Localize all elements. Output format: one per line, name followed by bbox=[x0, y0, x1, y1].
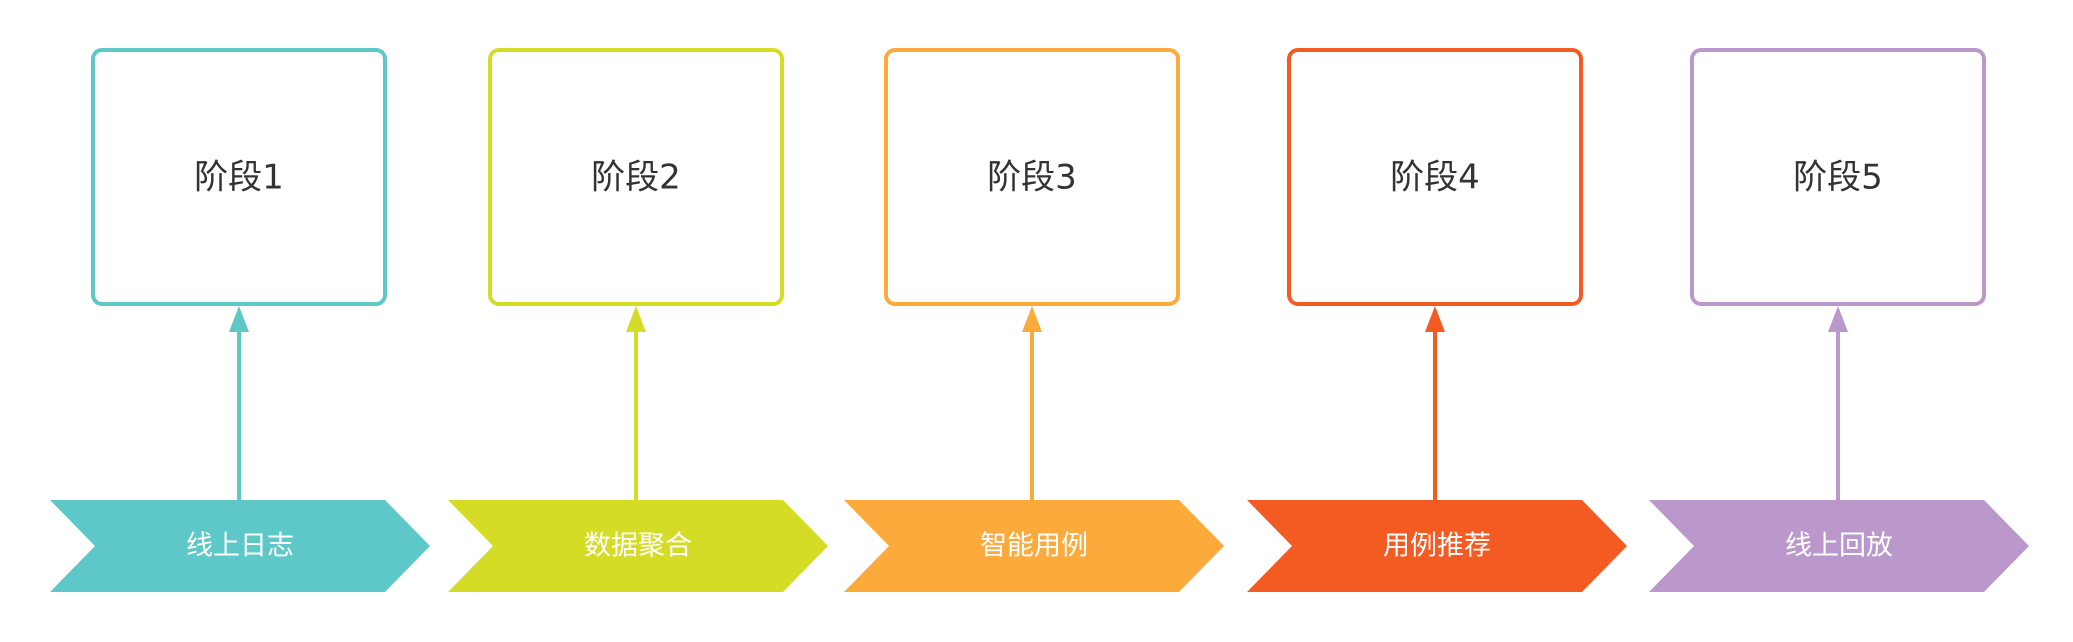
stage-1: 阶段1 线上日志 bbox=[50, 48, 430, 592]
step-chevron bbox=[1649, 500, 2029, 592]
stage-box-label: 阶段5 bbox=[1793, 158, 1883, 198]
step-chevron bbox=[448, 500, 828, 592]
stage-box bbox=[488, 48, 784, 306]
stage-box bbox=[91, 48, 387, 306]
arrowhead-icon bbox=[229, 306, 249, 332]
arrowhead-icon bbox=[1828, 306, 1848, 332]
stage-box-label: 阶段3 bbox=[987, 158, 1077, 198]
step-chevron bbox=[844, 500, 1224, 592]
stage-5: 阶段5 线上回放 bbox=[1649, 48, 2029, 592]
step-label: 数据聚合 bbox=[584, 531, 692, 562]
step-label: 线上回放 bbox=[1785, 531, 1893, 562]
step-label: 用例推荐 bbox=[1383, 531, 1491, 562]
step-label: 线上日志 bbox=[186, 531, 294, 562]
arrowhead-icon bbox=[1425, 306, 1445, 332]
step-chevron bbox=[50, 500, 430, 592]
stage-4: 阶段4 用例推荐 bbox=[1247, 48, 1627, 592]
stage-2: 阶段2 数据聚合 bbox=[448, 48, 828, 592]
stage-3: 阶段3 智能用例 bbox=[844, 48, 1224, 592]
step-chevron bbox=[1247, 500, 1627, 592]
arrowhead-icon bbox=[1022, 306, 1042, 332]
step-label: 智能用例 bbox=[980, 531, 1088, 562]
stage-box-label: 阶段2 bbox=[591, 158, 681, 198]
stage-box bbox=[1287, 48, 1583, 306]
arrowhead-icon bbox=[626, 306, 646, 332]
stage-box-label: 阶段4 bbox=[1390, 158, 1480, 198]
stage-box bbox=[884, 48, 1180, 306]
stage-box-label: 阶段1 bbox=[194, 158, 284, 198]
stage-box bbox=[1690, 48, 1986, 306]
